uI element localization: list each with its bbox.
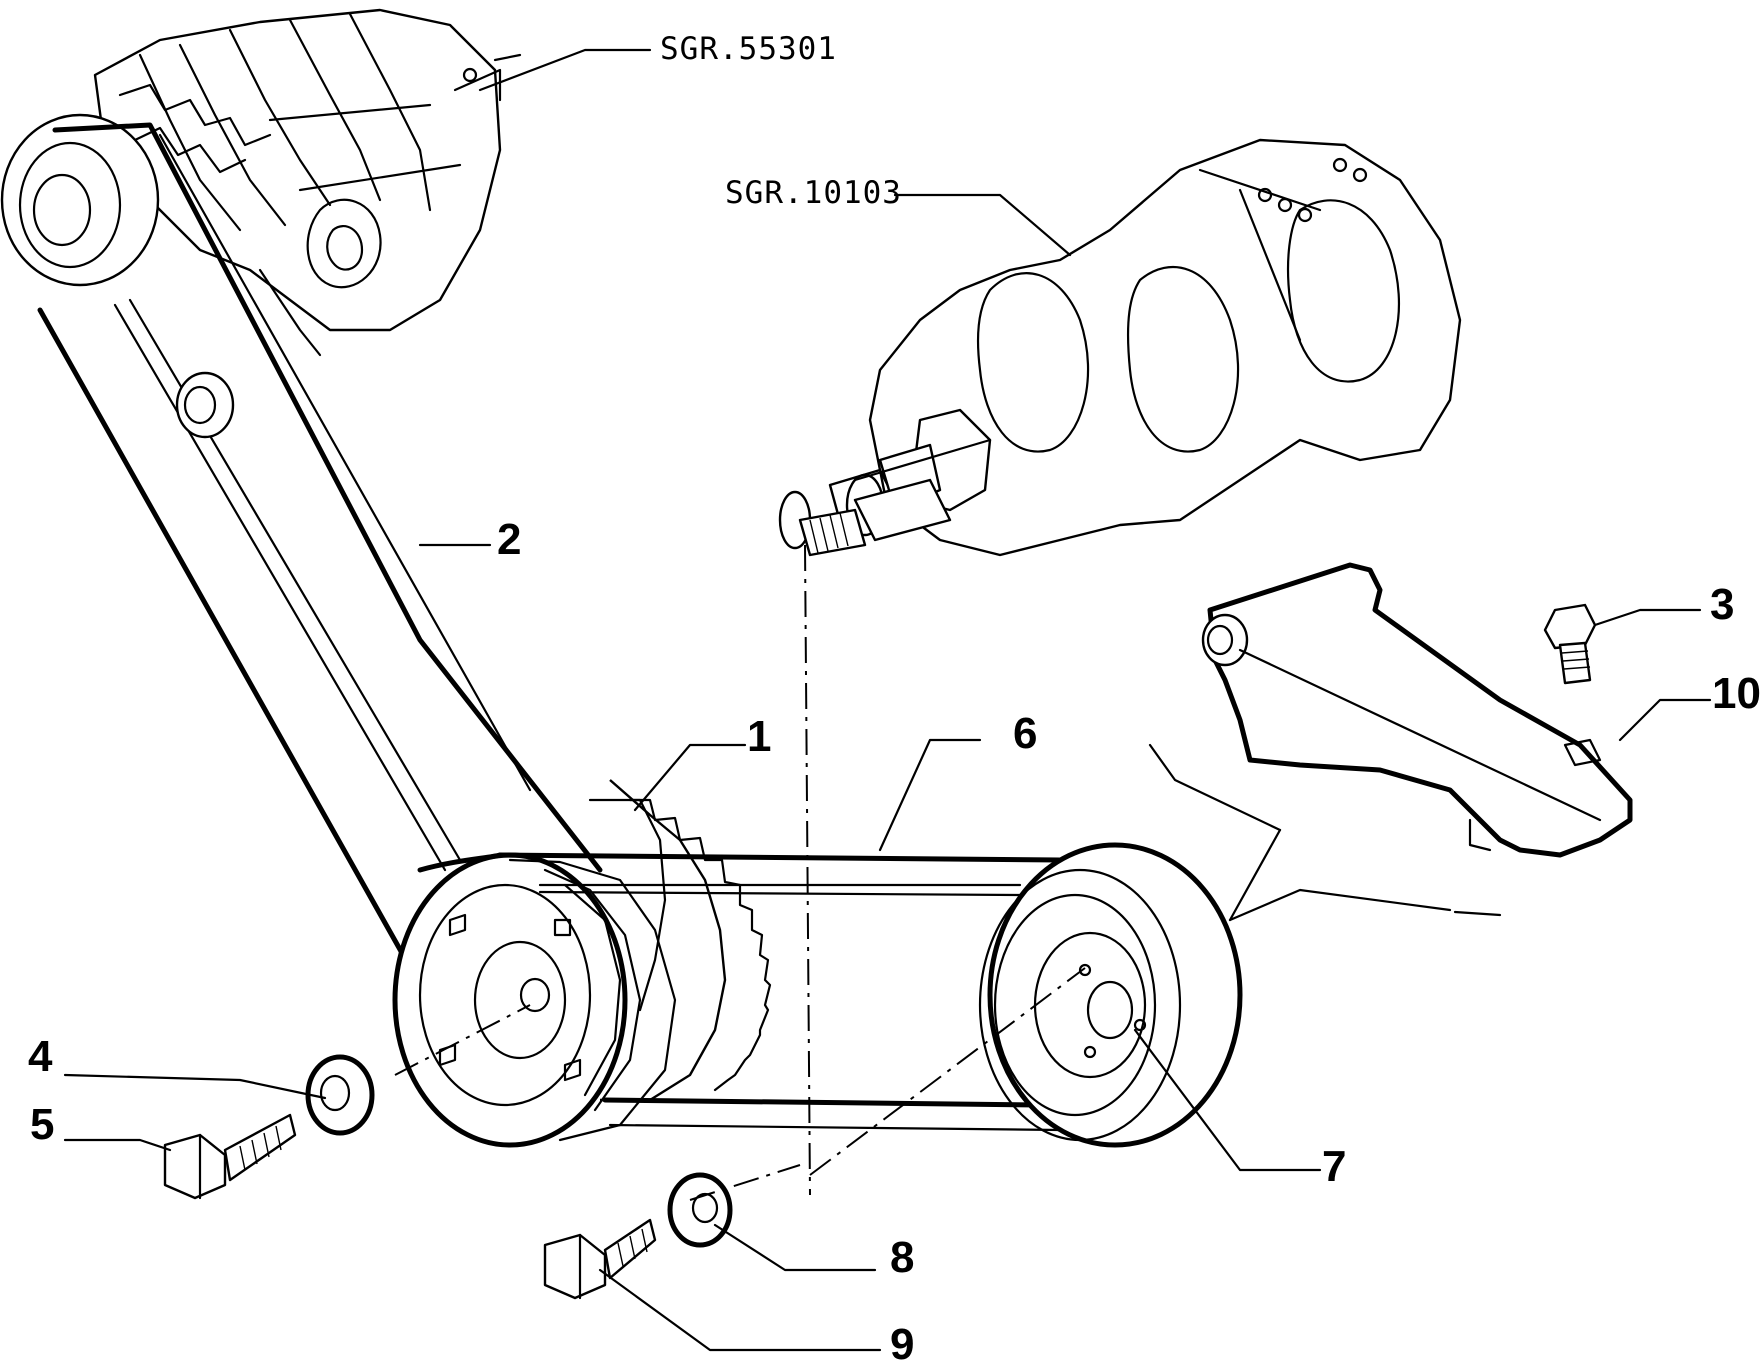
washer-8 (667, 1172, 733, 1248)
belt-6 (417, 852, 1113, 1132)
washer-4 (305, 1054, 375, 1136)
alternator (93, 8, 522, 357)
bolt-5 (163, 1113, 297, 1200)
crankshaft-reference-label: SGR.10103 (725, 175, 902, 211)
callout-4: 4 (28, 1032, 53, 1081)
callout-10: 10 (1712, 669, 1761, 718)
alternator-pulley (0, 113, 160, 287)
belt-2 (37, 122, 603, 988)
leader-lines (63, 48, 1712, 1352)
center-lines (394, 544, 1086, 1201)
callout-1: 1 (747, 712, 772, 761)
pulley-7 (978, 842, 1243, 1148)
crankshaft-thread (798, 478, 952, 557)
callout-3: 3 (1710, 580, 1735, 629)
guard-pointer (1148, 743, 1502, 922)
callout-5: 5 (30, 1100, 55, 1149)
callout-9: 9 (890, 1320, 915, 1369)
callout-6: 6 (1013, 709, 1038, 758)
callout-8: 8 (890, 1233, 915, 1282)
bolt-9 (543, 1218, 657, 1300)
bolt-3 (1543, 603, 1597, 685)
belt-guard-10 (1201, 562, 1633, 858)
crank-damper-pulley (392, 852, 677, 1148)
crank-pulley-1 (588, 779, 772, 1102)
alternator-reference-label: SGR.55301 (660, 31, 837, 67)
belt-2-tensioner-boss (175, 371, 235, 439)
callout-7: 7 (1322, 1142, 1347, 1191)
callout-2: 2 (497, 515, 522, 564)
